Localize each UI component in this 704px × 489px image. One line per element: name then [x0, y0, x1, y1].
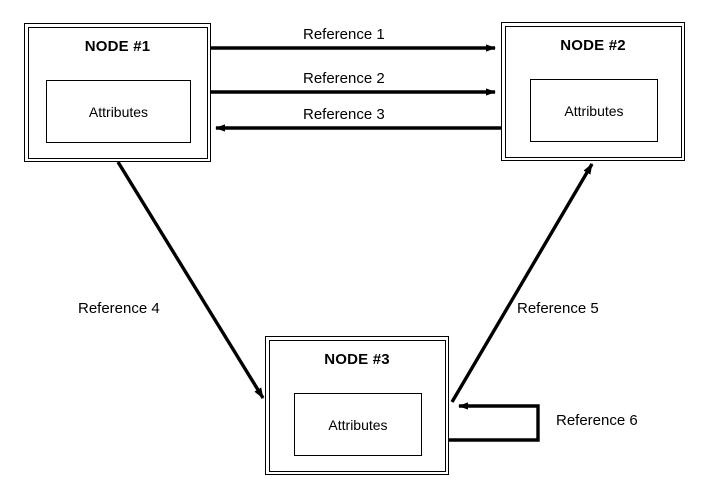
node-2-title: NODE #2 [560, 37, 626, 54]
edge-label-reference-6: Reference 6 [556, 412, 638, 429]
node-3-attributes-label: Attributes [328, 416, 388, 433]
node-box-1[interactable]: NODE #1 Attributes [24, 23, 211, 162]
edge-label-reference-5: Reference 5 [517, 300, 599, 317]
edge-line-reference-5 [450, 163, 594, 403]
edge-line-reference-4 [116, 161, 265, 399]
node-3-attributes-box[interactable]: Attributes [294, 393, 422, 456]
node-2-attributes-label: Attributes [564, 102, 624, 119]
node-2-attributes-box[interactable]: Attributes [530, 79, 658, 142]
edge-label-reference-3: Reference 3 [303, 106, 385, 123]
node-1-attributes-label: Attributes [88, 103, 149, 120]
edge-line-reference-6 [449, 402, 540, 442]
node-3-title: NODE #3 [324, 351, 390, 368]
node-1-attributes-box[interactable]: Attributes [46, 80, 191, 143]
edge-label-reference-1: Reference 1 [303, 26, 385, 43]
node-box-2[interactable]: NODE #2 Attributes [501, 22, 685, 161]
edge-label-reference-2: Reference 2 [303, 70, 385, 87]
node-box-3[interactable]: NODE #3 Attributes [265, 336, 449, 475]
node-1-title: NODE #1 [84, 38, 151, 55]
edge-label-reference-4: Reference 4 [78, 300, 160, 317]
